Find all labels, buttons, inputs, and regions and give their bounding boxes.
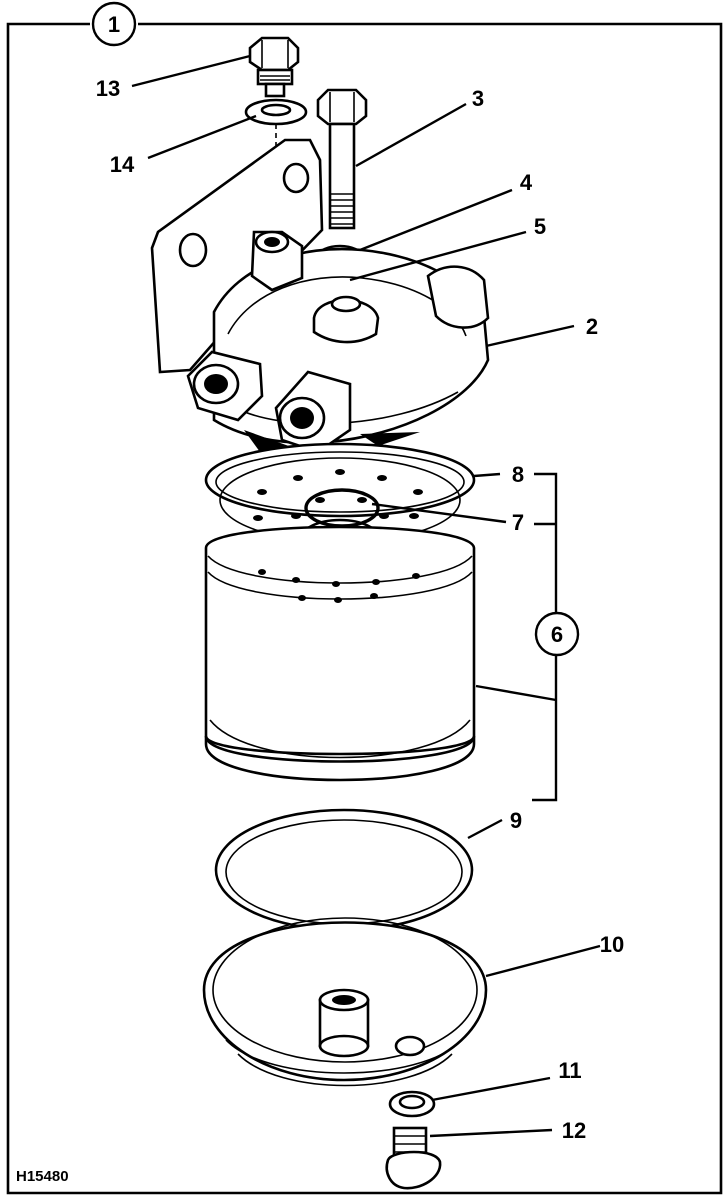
part-14-washer — [244, 98, 308, 126]
callout-5: 5 — [534, 214, 546, 239]
callout-9: 9 — [510, 808, 522, 833]
callout-8: 8 — [512, 462, 524, 487]
assembly-callout-1: 1 — [91, 1, 137, 47]
group-callout-label: 6 — [551, 622, 563, 647]
callout-3: 3 — [472, 86, 484, 111]
callout-4: 4 — [520, 170, 533, 195]
part-9-seal-ring — [214, 808, 474, 932]
assembly-callout-label: 1 — [108, 12, 120, 37]
figure-reference: H15480 — [16, 1168, 69, 1185]
part-11-washer — [388, 1090, 436, 1118]
callout-13: 13 — [96, 76, 120, 101]
group-callout-6: 6 — [534, 611, 580, 657]
callout-12: 12 — [562, 1118, 586, 1143]
part-12-drain-plug — [385, 1126, 442, 1190]
diagram-frame — [6, 22, 723, 1195]
part-13-bolt — [248, 36, 300, 98]
callout-11: 11 — [558, 1058, 581, 1083]
part-10-bowl — [202, 917, 488, 1087]
part-7-o-ring — [304, 488, 380, 528]
callout-2: 2 — [586, 314, 598, 339]
part-8-seal-ring — [204, 442, 476, 518]
part-3-long-bolt — [316, 88, 368, 230]
callout-7: 7 — [512, 510, 524, 535]
callout-14: 14 — [110, 152, 135, 177]
part-6-filter-element — [204, 457, 476, 782]
callout-labels: 13 14 3 4 5 2 8 7 9 10 11 12 — [96, 76, 624, 1143]
element-side-holes — [258, 569, 420, 603]
callout-10: 10 — [600, 932, 624, 957]
part-2-filter-head — [150, 138, 490, 454]
